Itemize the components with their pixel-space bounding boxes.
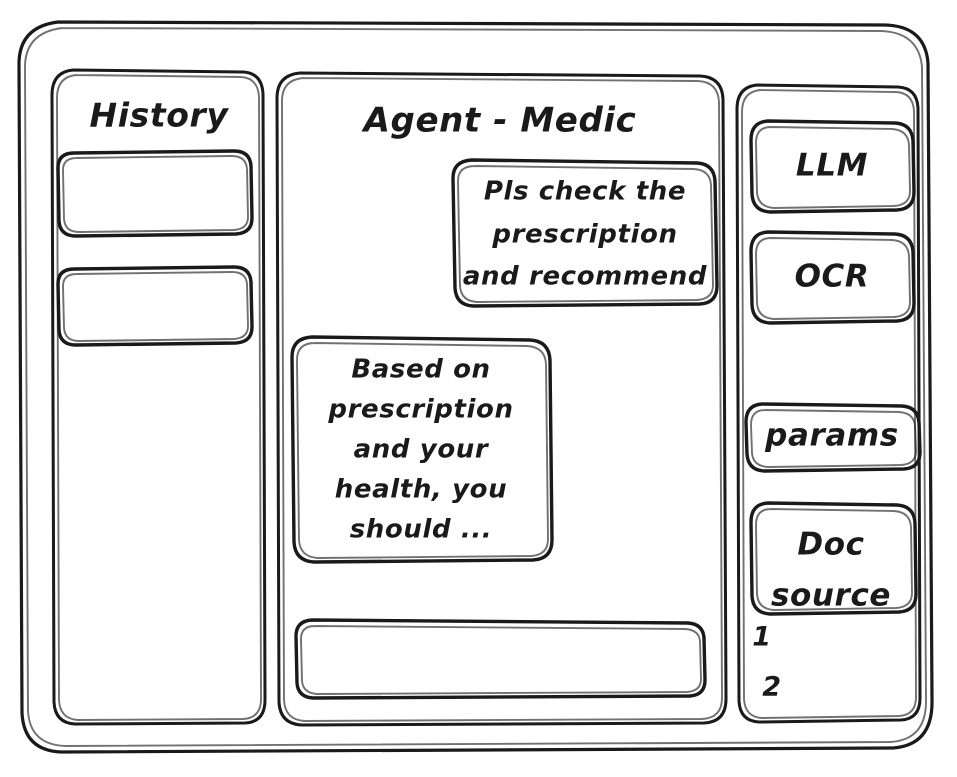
tool-button-ocr[interactable] bbox=[749, 230, 916, 325]
tool-label-params: params bbox=[764, 418, 899, 454]
sidebar-left-title: History bbox=[89, 96, 229, 135]
doc-source-item-1[interactable]: 1 bbox=[752, 622, 771, 653]
tool-button-doc-source[interactable] bbox=[749, 501, 918, 616]
assistant-message-line-3: and your bbox=[354, 435, 490, 465]
main-title: Agent - Medic bbox=[361, 101, 637, 141]
message-bubble-user bbox=[451, 158, 719, 308]
assistant-message-line-5: should ... bbox=[350, 515, 493, 545]
tool-label-llm: LLM bbox=[796, 148, 868, 184]
sidebar-left-panel bbox=[50, 68, 267, 726]
history-item-2[interactable] bbox=[56, 265, 254, 347]
window-frame bbox=[17, 20, 934, 754]
user-message-line-3: and recommend bbox=[463, 262, 707, 292]
user-message-line-1: Pls check the bbox=[484, 177, 686, 207]
message-bubble-assistant bbox=[290, 335, 554, 564]
assistant-message-line-4: health, you bbox=[335, 475, 507, 505]
tool-button-params[interactable] bbox=[744, 402, 922, 473]
doc-source-label-line-1: Doc bbox=[797, 527, 864, 563]
doc-source-label-line-2: source bbox=[771, 578, 891, 614]
history-item-1[interactable] bbox=[56, 149, 254, 238]
sidebar-right-panel bbox=[735, 83, 922, 724]
assistant-message-line-2: prescription bbox=[327, 395, 513, 425]
tool-button-llm[interactable] bbox=[749, 119, 916, 214]
main-panel bbox=[275, 71, 728, 727]
composer-input[interactable] bbox=[294, 618, 707, 700]
user-message-line-2: prescription bbox=[491, 220, 677, 250]
doc-source-item-2[interactable]: 2 bbox=[762, 672, 781, 703]
assistant-message-line-1: Based on bbox=[351, 355, 490, 385]
tool-label-ocr: OCR bbox=[795, 259, 870, 295]
